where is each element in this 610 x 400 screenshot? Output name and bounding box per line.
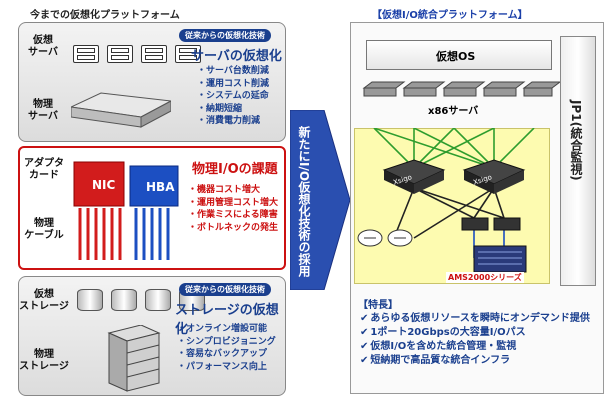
transition-arrow — [290, 110, 351, 290]
virtual-server-label: 仮想 サーバ — [28, 35, 58, 58]
server-benefits-list: サーバ台数削減運用コスト削減システムの延命納期短縮消費電力削減 — [197, 65, 269, 128]
jp1-label: JP1(統合監視) — [569, 100, 583, 181]
physical-server-label: 物理 サーバ — [28, 99, 58, 122]
server-virtualization-title: サーバの仮想化 — [191, 49, 282, 64]
right-header: 【仮想I/O統合プラットフォーム】 — [372, 10, 528, 21]
network-diagram — [373, 128, 535, 273]
x86-server-row — [362, 81, 562, 97]
adapter-cards-illustration — [73, 161, 179, 260]
io-issues-list: 機器コスト増大運用管理コスト増大作業ミスによる障害ボトルネックの発生 — [188, 184, 278, 234]
storage-tech-pill: 従来からの仮想化技術 — [179, 283, 271, 296]
arrow-text: 新たにI/O仮想化技術の採用 — [297, 126, 311, 278]
physical-server-icon — [71, 92, 171, 128]
storage-benefits-list: オンライン増設可能シンプロビジョニング容易なバックアップパフォーマンス向上 — [177, 323, 276, 373]
physical-io-title: 物理I/Oの課題 — [192, 162, 278, 177]
server-tech-pill: 従来からの仮想化技術 — [179, 29, 271, 42]
virtual-server-icons — [73, 45, 201, 63]
left-header: 今までの仮想化プラットフォーム — [30, 10, 180, 21]
physical-io-panel: アダプタ カード 物理 ケーブル NIC HBA 物理I/Oの課題 機器コスト増… — [18, 146, 286, 270]
server-icon — [175, 45, 201, 63]
disk-icon — [145, 289, 171, 311]
nic-card-label: NIC — [92, 178, 116, 192]
jp1-bar — [560, 36, 596, 286]
physical-cable-label: 物理 ケーブル — [24, 218, 64, 241]
disk-icon — [111, 289, 137, 311]
storage-product-label: AMS2000シリーズ — [446, 272, 524, 283]
features-list: あらゆる仮想リソースを瞬時にオンデマンド提供1ポート20Gbpsの大容量I/Oパ… — [360, 312, 600, 368]
virtual-os-label: 仮想OS — [436, 50, 476, 63]
server-virtualization-panel: 仮想 サーバ 物理 サーバ 従来からの仮想化技術 サーバの仮想化 サーバ台数削減… — [18, 22, 286, 142]
server-icon — [73, 45, 99, 63]
physical-storage-icon — [107, 325, 161, 392]
features-title: 【特長】 — [358, 300, 398, 311]
router-icons — [357, 229, 413, 247]
server-icon — [141, 45, 167, 63]
hba-card-label: HBA — [146, 180, 175, 194]
virtual-os-box — [366, 40, 552, 70]
physical-storage-label: 物理 ストレージ — [19, 349, 69, 372]
x86-server-label: x86サーバ — [428, 106, 479, 117]
disk-icon — [77, 289, 103, 311]
virtual-storage-label: 仮想 ストレージ — [19, 289, 69, 312]
adapter-card-label: アダプタ カード — [24, 158, 64, 181]
server-icon — [107, 45, 133, 63]
storage-virtualization-panel: 仮想 ストレージ 物理 ストレージ 従来からの仮想化技術 ストレージの仮想化 オ… — [18, 276, 286, 396]
